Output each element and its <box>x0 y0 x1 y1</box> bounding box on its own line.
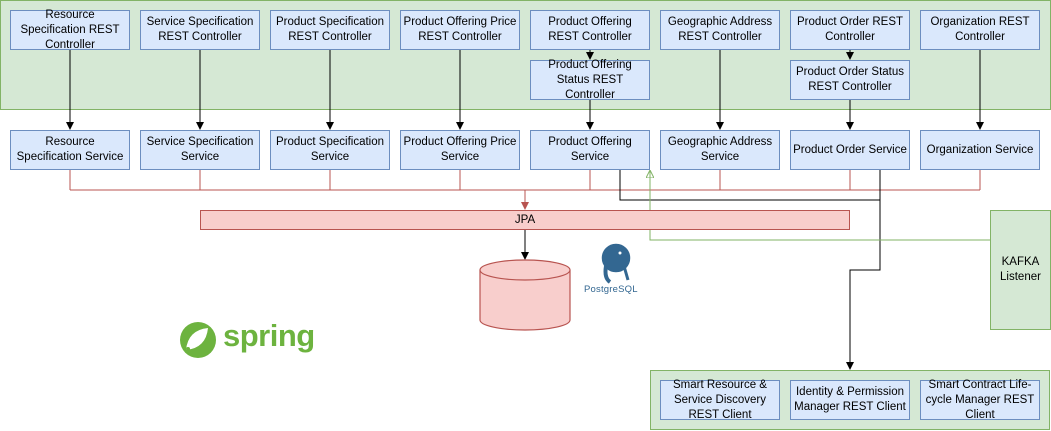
organization-rest-controller[interactable]: Organization REST Controller <box>920 10 1040 50</box>
database-cylinder-top <box>479 259 571 281</box>
geographic-address-rest-controller[interactable]: Geographic Address REST Controller <box>660 10 780 50</box>
product-offering-service[interactable]: Product Offering Service <box>530 130 650 170</box>
jpa-layer[interactable]: JPA <box>200 210 850 230</box>
product-specification-rest-controller[interactable]: Product Specification REST Controller <box>270 10 390 50</box>
resource-specification-rest-controller[interactable]: Resource Specification REST Controller <box>10 9 130 51</box>
postgresql-elephant-leg <box>622 265 630 281</box>
product-order-status-rest-controller[interactable]: Product Order Status REST Controller <box>790 60 910 100</box>
smart-resource-service-discovery-rest-client[interactable]: Smart Resource & Service Discovery REST … <box>660 379 780 421</box>
postgresql-elephant-eye <box>618 251 622 255</box>
order-service-to-clients-arrow <box>846 170 881 370</box>
product-offering-status-rest-controller[interactable]: Product Offering Status REST Controller <box>530 59 650 101</box>
spring-logo-text: spring <box>223 318 315 353</box>
spring-leaf-shape <box>186 328 208 350</box>
identity-permission-manager-rest-client[interactable]: Identity & Permission Manager REST Clien… <box>790 380 910 420</box>
kafka-listener[interactable]: KAFKA Listener <box>990 210 1051 330</box>
product-order-service[interactable]: Product Order Service <box>790 130 910 170</box>
kafka-to-offering-service-arrow <box>650 171 990 241</box>
product-offering-price-service[interactable]: Product Offering Price Service <box>400 130 520 170</box>
organization-service[interactable]: Organization Service <box>920 130 1040 170</box>
resource-specification-service[interactable]: Resource Specification Service <box>10 130 130 170</box>
spring-leaf-dot <box>186 347 190 351</box>
service-specification-rest-controller[interactable]: Service Specification REST Controller <box>140 10 260 50</box>
product-offering-rest-controller[interactable]: Product Offering REST Controller <box>530 10 650 50</box>
service-specification-service[interactable]: Service Specification Service <box>140 130 260 170</box>
product-order-rest-controller[interactable]: Product Order REST Controller <box>790 10 910 50</box>
smart-contract-lifecycle-manager-rest-client[interactable]: Smart Contract Life-cycle Manager REST C… <box>920 379 1040 421</box>
offering-service-client-connector <box>619 170 880 201</box>
database-cylinder-body <box>479 270 571 331</box>
geographic-address-service[interactable]: Geographic Address Service <box>660 130 780 170</box>
product-offering-price-rest-controller[interactable]: Product Offering Price REST Controller <box>400 10 520 50</box>
postgresql-elephant-trunk <box>603 265 612 284</box>
postgresql-logo-text: PostgreSQL <box>584 284 638 295</box>
postgresql-elephant-icon <box>600 242 632 274</box>
product-specification-service[interactable]: Product Specification Service <box>270 130 390 170</box>
